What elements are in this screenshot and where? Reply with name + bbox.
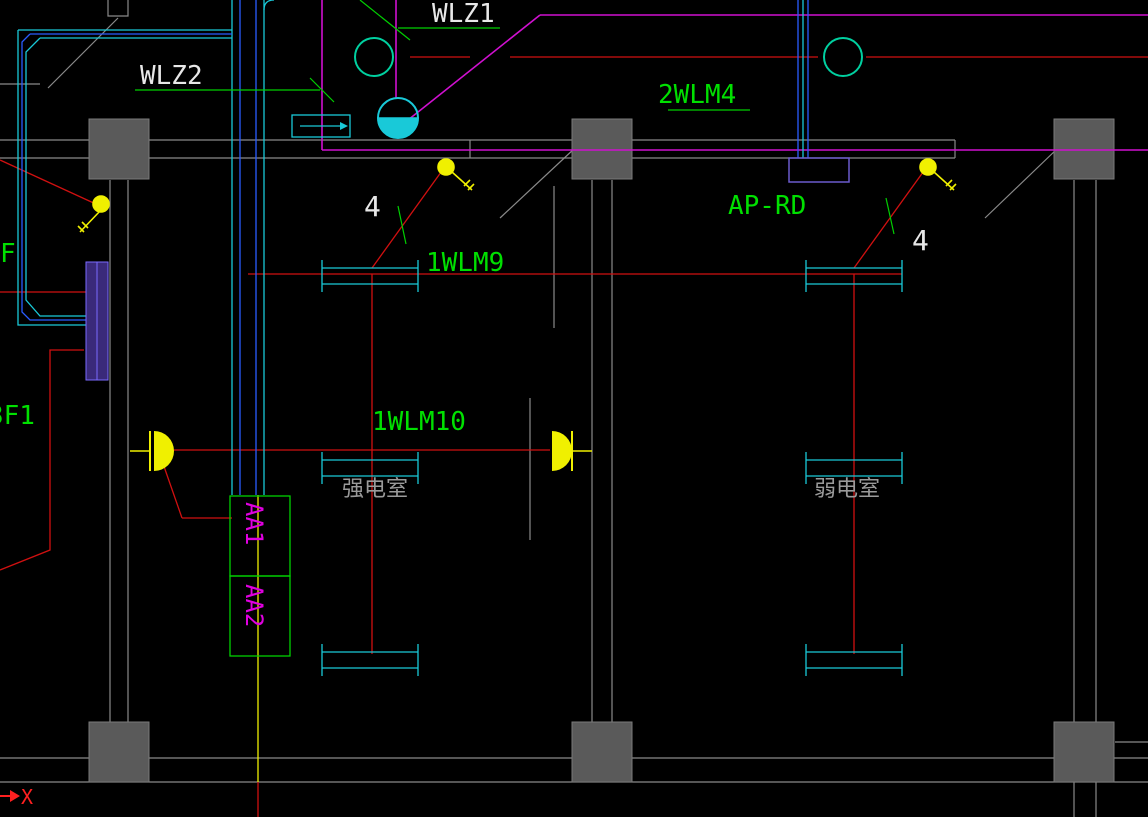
wall-panel[interactable] — [85, 261, 109, 381]
tank-icon[interactable] — [377, 97, 419, 139]
label-aprd: AP-RD — [728, 191, 806, 221]
label-count-right: 4 — [912, 224, 929, 257]
pump-icon[interactable] — [823, 37, 863, 77]
column — [1053, 721, 1115, 783]
label-2wlm4: 2WLM4 — [658, 80, 736, 110]
label-1wlm10: 1WLM10 — [372, 407, 466, 437]
flow-arrow-box — [291, 114, 351, 138]
label-room-left: 强电室 — [342, 477, 408, 502]
column — [1053, 118, 1115, 180]
label-count-left: 4 — [364, 190, 381, 223]
column — [571, 118, 633, 180]
column — [88, 118, 150, 180]
label-aa1: AA1 — [240, 502, 268, 545]
pump-icon[interactable] — [354, 37, 394, 77]
label-aa2: AA2 — [240, 584, 268, 627]
label-wlz1: WLZ1 — [432, 0, 495, 29]
key-icon[interactable] — [437, 158, 475, 191]
key-icon[interactable] — [919, 158, 957, 191]
cable-tray-brackets — [321, 260, 903, 676]
structural-columns — [88, 118, 1115, 783]
label-wlz2: WLZ2 — [140, 61, 203, 91]
label-cut-3f1: 3F1 — [0, 401, 35, 431]
label-room-right: 弱电室 — [814, 477, 880, 502]
label-cut-f: F — [0, 239, 16, 269]
label-1wlm9: 1WLM9 — [426, 248, 504, 278]
blue-ducts — [21, 0, 809, 495]
column — [571, 721, 633, 783]
cyan-ducts — [17, 0, 275, 495]
aprd-box[interactable] — [788, 157, 850, 183]
aa-panel-group[interactable] — [229, 495, 291, 657]
lamp-icon[interactable] — [552, 431, 592, 471]
axis-x-indicator — [0, 790, 20, 802]
red-cables — [0, 56, 1148, 817]
label-axis-x: X — [21, 785, 33, 809]
magenta-runs — [321, 0, 1148, 151]
leader-lines — [135, 0, 895, 245]
column — [88, 721, 150, 783]
lamp-icon[interactable] — [130, 431, 174, 471]
key-icon[interactable] — [77, 195, 110, 233]
